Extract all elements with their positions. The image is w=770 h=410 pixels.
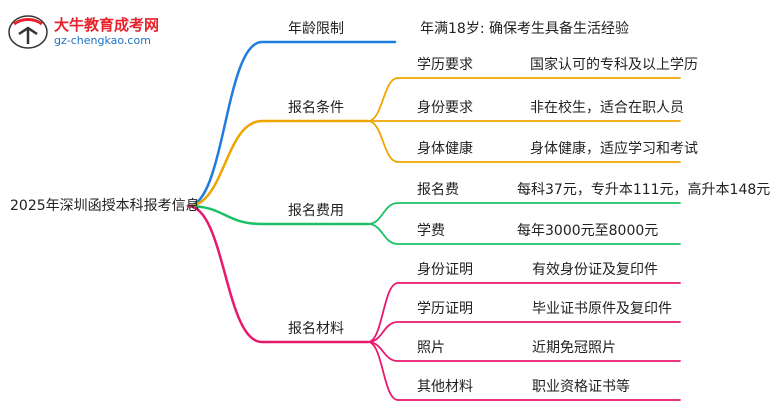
child-value: 职业资格证书等	[532, 379, 630, 395]
child-value: 每年3000元至8000元	[517, 223, 659, 239]
child-label: 其他材料	[417, 379, 473, 395]
branch-label: 报名费用	[288, 203, 344, 219]
branch-connector	[186, 119, 370, 208]
branch-label: 报名材料	[288, 321, 344, 337]
mindmap-canvas	[186, 40, 681, 401]
child-connector	[367, 202, 681, 225]
brand-url: gz-chengkao.com	[54, 34, 151, 47]
child-connector	[367, 341, 681, 362]
child-value: 国家认可的专科及以上学历	[530, 57, 698, 73]
branch-connector	[186, 204, 370, 344]
child-label: 照片	[417, 340, 445, 356]
branch-connector	[186, 204, 370, 226]
child-connector	[367, 341, 681, 401]
child-label: 身份证明	[417, 262, 473, 278]
child-connector	[367, 282, 681, 343]
child-connector	[367, 223, 681, 245]
child-value: 毕业证书原件及复印件	[532, 301, 672, 317]
child-label: 身体健康	[417, 141, 473, 157]
child-value: 非在校生，适合在职人员	[530, 100, 684, 116]
child-connector	[367, 77, 681, 122]
child-value: 每科37元，专升本111元，高升本148元	[517, 182, 770, 198]
child-label: 学历证明	[417, 301, 473, 317]
brand-title: 大牛教育成考网	[54, 16, 160, 34]
child-label: 报名费	[417, 182, 459, 198]
child-connector	[367, 321, 681, 343]
brand-logo: 大牛教育成考网 gz-chengkao.com	[6, 12, 176, 52]
child-label: 学费	[417, 223, 445, 239]
leaf-label: 年满18岁: 确保考生具备生活经验	[420, 21, 629, 37]
root-node-label: 2025年深圳函授本科报考信息	[10, 198, 200, 214]
branch-label: 年龄限制	[288, 21, 344, 37]
branch-label: 报名条件	[288, 100, 344, 116]
child-value: 近期免冠照片	[532, 340, 616, 356]
logo-mark-icon	[8, 15, 48, 49]
child-value: 有效身份证及复印件	[532, 262, 658, 278]
child-value: 身体健康，适应学习和考试	[530, 141, 698, 157]
branch-connector	[186, 40, 397, 208]
child-connector	[367, 120, 681, 163]
child-label: 学历要求	[417, 57, 473, 73]
child-label: 身份要求	[417, 100, 473, 116]
